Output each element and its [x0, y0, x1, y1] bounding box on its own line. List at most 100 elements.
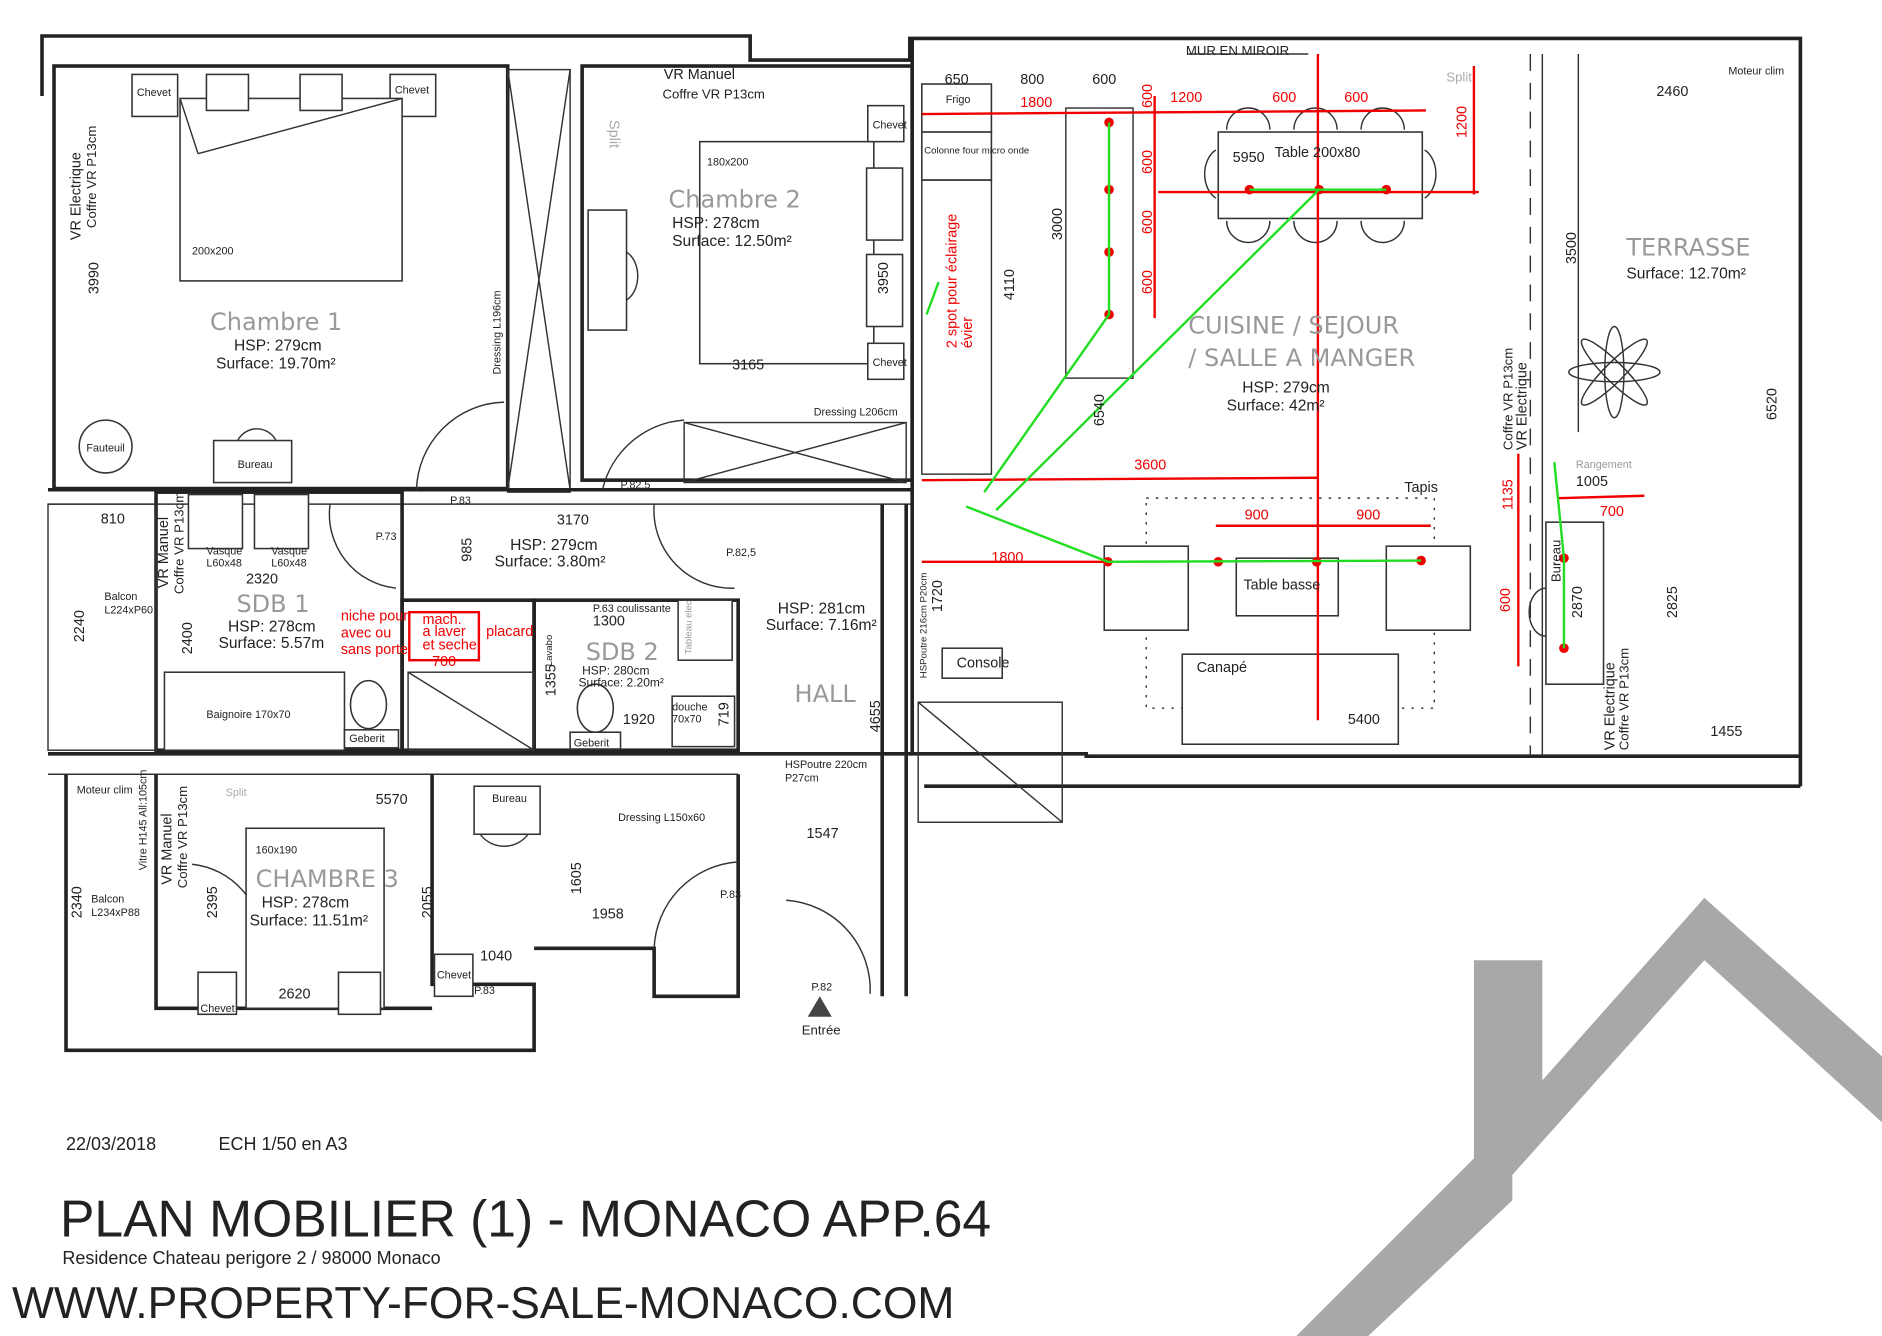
watermark-url: WWW.PROPERTY-FOR-SALE-MONACO.COM: [12, 1279, 954, 1328]
dim: 1720: [930, 580, 946, 612]
plan-title: PLAN MOBILIER (1) - MONACO APP.64: [60, 1189, 991, 1247]
label: 160x190: [256, 844, 297, 856]
red-dim: 600: [1344, 90, 1368, 106]
label: Geberit: [349, 733, 384, 745]
room-name-sdb1: SDB 1: [236, 590, 309, 618]
surface-label: Surface: 7.16m²: [766, 617, 877, 634]
label: Table basse: [1243, 577, 1320, 593]
hsp-label: HSP: 279cm: [1242, 380, 1330, 397]
red-dim: 1800: [1020, 95, 1052, 111]
room-name-sejour: CUISINE / SEJOUR: [1188, 312, 1399, 340]
room-name-terrasse: TERRASSE: [1625, 234, 1750, 262]
dim: 5570: [376, 792, 408, 808]
label: P27cm: [785, 772, 819, 784]
red-dim: 900: [1245, 508, 1269, 524]
label: Coffre VR P13cm: [84, 126, 99, 228]
label: Table 200x80: [1275, 145, 1361, 161]
dim: 3990: [86, 262, 102, 294]
dim: 2320: [246, 571, 278, 587]
dim: 3950: [876, 262, 892, 294]
label: Bureau: [492, 793, 527, 805]
red-dim: 900: [1356, 508, 1380, 524]
dim: 1300: [593, 613, 625, 629]
niche-note: avec ou: [341, 625, 391, 641]
label: Bureau: [1548, 540, 1563, 583]
dim: 1455: [1710, 724, 1742, 740]
entry-label: Entrée: [802, 1023, 841, 1038]
label: Coffre VR P13cm: [1500, 348, 1515, 450]
dim: 600: [1092, 72, 1116, 88]
dim: 1005: [1576, 474, 1608, 490]
red-dim: 1135: [1500, 479, 1516, 510]
room-labels: Chambre 1 HSP: 279cm Surface: 19.70m² Ch…: [210, 43, 1751, 929]
label: L60x48: [271, 558, 306, 570]
entry-arrow-icon: [807, 996, 832, 1017]
dim: 810: [101, 511, 125, 527]
dim: 1547: [807, 826, 839, 842]
red-dim: 600: [1498, 588, 1514, 612]
red-annotations: [408, 54, 1645, 721]
title-block: 22/03/2018 ECH 1/50 en A3 PLAN MOBILIER …: [12, 1134, 991, 1328]
label: VR Electrique: [68, 152, 84, 240]
label: Balcon: [104, 591, 137, 603]
plan-date: 22/03/2018: [66, 1134, 156, 1154]
hsp-label: HSP: 279cm: [234, 338, 322, 355]
watermark-house-logo: [1296, 897, 1882, 1336]
label: P.83: [474, 985, 495, 997]
label: P.82,5: [726, 547, 756, 559]
label: 70x70: [672, 714, 701, 726]
red-dim: 600: [1140, 150, 1156, 174]
placard-note: placard: [486, 624, 533, 640]
annotation-labels: 1800 1200 600 600 600 600 600 600 1200 3…: [341, 84, 1624, 670]
furniture: [78, 53, 1661, 1016]
hsp-label: HSP: 281cm: [778, 600, 866, 617]
label: Geberit: [574, 738, 609, 750]
plan-scale: ECH 1/50 en A3: [218, 1134, 347, 1154]
label: Split: [606, 120, 622, 148]
label: Fauteuil: [86, 442, 124, 454]
label: Chevet: [873, 119, 907, 131]
dim: 2620: [278, 987, 310, 1003]
dim: 1355: [544, 664, 560, 696]
machine-note: a laver: [422, 624, 465, 640]
surface-label: Surface: 42m²: [1227, 398, 1325, 415]
dim: 650: [945, 72, 969, 88]
dim: 6520: [1764, 388, 1780, 420]
label: Dressing L196cm: [492, 290, 504, 374]
label: Bureau: [238, 459, 273, 471]
dim: 2395: [205, 886, 221, 918]
dim: 800: [1020, 72, 1044, 88]
label: P.63 coulissante: [593, 603, 671, 615]
room-name-chambre3: CHAMBRE 3: [256, 865, 399, 893]
surface-label: Surface: 5.57m: [218, 635, 324, 652]
furniture-labels: Chevet Chevet Chevet Chevet Chevet Cheve…: [68, 65, 1784, 1037]
dim: 719: [717, 702, 733, 726]
label: P.83: [720, 889, 741, 901]
room-name-sejour-2: / SALLE A MANGER: [1188, 344, 1415, 372]
label: Canapé: [1197, 660, 1247, 676]
mirror-wall-label: MUR EN MIROIR: [1186, 43, 1289, 58]
label: Console: [957, 655, 1010, 671]
dimension-labels: 3990 3165 3950 810 2240 2400 2320 3170 9…: [70, 72, 1781, 1003]
label: Vasque: [271, 546, 307, 558]
label: Chevet: [873, 357, 907, 369]
label: Chevet: [200, 1003, 234, 1015]
red-dim: 600: [1140, 84, 1156, 108]
dim: 5400: [1348, 712, 1380, 728]
dim: 985: [460, 538, 476, 562]
label: Vitre H145 All:105cm: [137, 770, 149, 871]
label: Chevet: [395, 85, 429, 97]
label: Coffre VR P13cm: [175, 786, 190, 888]
hsp-label: HSP: 278cm: [262, 894, 350, 911]
dim: 2240: [72, 610, 88, 642]
dim: 2055: [420, 886, 436, 918]
dim: 2460: [1656, 84, 1688, 100]
label: P.82,5: [621, 480, 651, 492]
label: HSPoutre 220cm: [785, 759, 867, 771]
red-dim: 700: [432, 654, 456, 670]
label: Coffre VR P13cm: [1617, 648, 1632, 750]
hsp-label: HSP: 278cm: [228, 618, 316, 635]
label: Moteur clim: [1728, 65, 1784, 77]
label: Split: [226, 787, 247, 799]
dim: 1920: [623, 712, 655, 728]
